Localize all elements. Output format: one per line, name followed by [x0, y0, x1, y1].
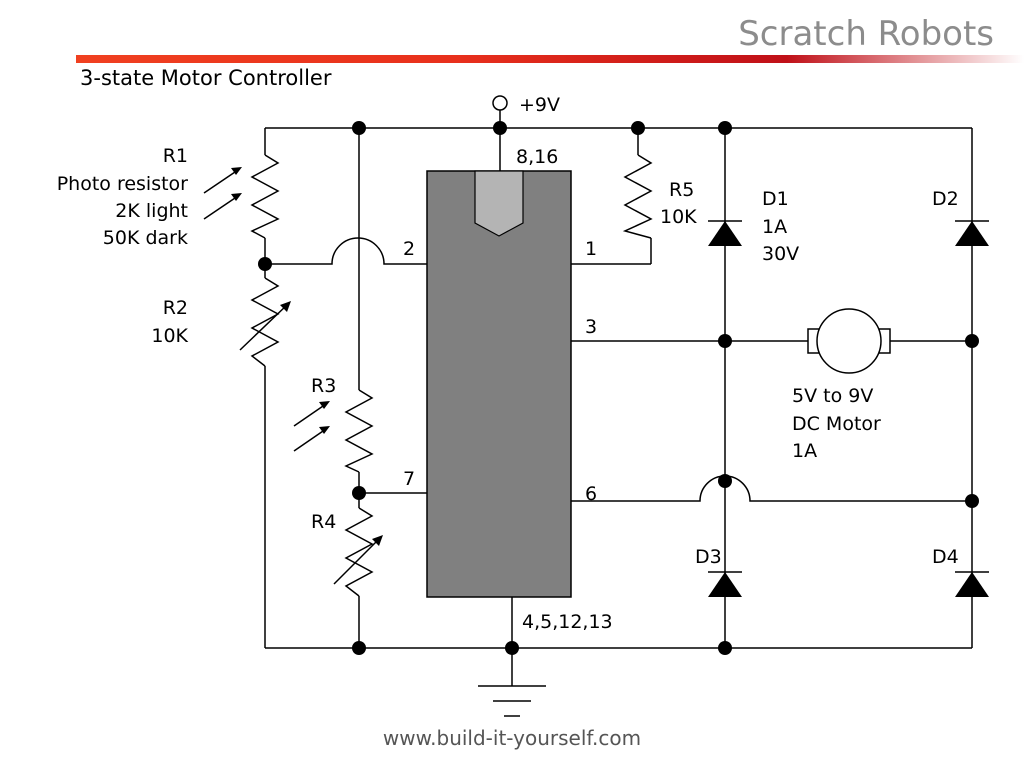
footer-url: www.build-it-yourself.com [382, 726, 642, 750]
pin3-label: 3 [585, 316, 597, 338]
d1-name: D1 [762, 188, 789, 210]
header-accent-bar [76, 55, 1024, 63]
ic-ground-pins-label: 4,5,12,13 [522, 611, 613, 633]
d1-rating1: 1A [762, 216, 787, 238]
r3-light-arrows-icon [293, 401, 330, 452]
d4-diode-icon [955, 571, 989, 597]
ic-chip-body [426, 170, 572, 598]
junction-dot-icon [258, 121, 979, 655]
r4-name: R4 [311, 511, 336, 533]
r3-name: R3 [311, 375, 336, 397]
r1-light-arrows-icon [203, 167, 242, 220]
d4-name: D4 [932, 546, 959, 568]
pin2-label: 2 [403, 238, 415, 260]
r2-resistor-icon [250, 277, 280, 367]
pin2-wire [265, 237, 427, 265]
slide-subtitle: 3-state Motor Controller [80, 66, 332, 90]
r1-desc1: Photo resistor [57, 173, 188, 195]
r2-adjust-arrow [239, 303, 289, 351]
r1-resistor-icon [250, 154, 280, 239]
r1-desc3: 50K dark [103, 227, 188, 249]
d1-rating2: 30V [762, 243, 799, 265]
ic-power-pins-label: 8,16 [516, 146, 558, 168]
r4-arrowhead-icon [372, 535, 383, 546]
r4-adjust-arrow [333, 537, 381, 585]
r2-name: R2 [163, 297, 188, 319]
motor-line2: DC Motor [792, 413, 881, 435]
d3-diode-icon [708, 571, 742, 597]
r5-name: R5 [669, 179, 694, 201]
r5-value: 10K [660, 206, 697, 228]
pin7-label: 7 [403, 468, 415, 490]
r5-resistor-icon [622, 154, 653, 239]
r4-resistor-icon [344, 507, 374, 597]
ground-icon [478, 685, 546, 717]
slide-title: Scratch Robots [738, 14, 994, 54]
motor-line1: 5V to 9V [792, 385, 873, 407]
pin6-wire [571, 475, 972, 502]
r1-name: R1 [163, 145, 188, 167]
motor-icon [807, 308, 891, 374]
d3-name: D3 [695, 546, 722, 568]
d2-diode-icon [955, 220, 989, 246]
pin6-label: 6 [585, 483, 597, 505]
r2-value: 10K [151, 325, 188, 347]
power-terminal-icon [492, 95, 508, 111]
pin1-label: 1 [585, 238, 597, 260]
power-label: +9V [519, 94, 560, 116]
d1-diode-icon [708, 220, 742, 246]
r3-resistor-icon [344, 389, 374, 473]
d2-name: D2 [932, 188, 959, 210]
motor-line3: 1A [792, 440, 817, 462]
ic-chip-notch [474, 170, 524, 237]
r1-desc2: 2K light [115, 200, 188, 222]
r2-arrowhead-icon [280, 301, 291, 312]
